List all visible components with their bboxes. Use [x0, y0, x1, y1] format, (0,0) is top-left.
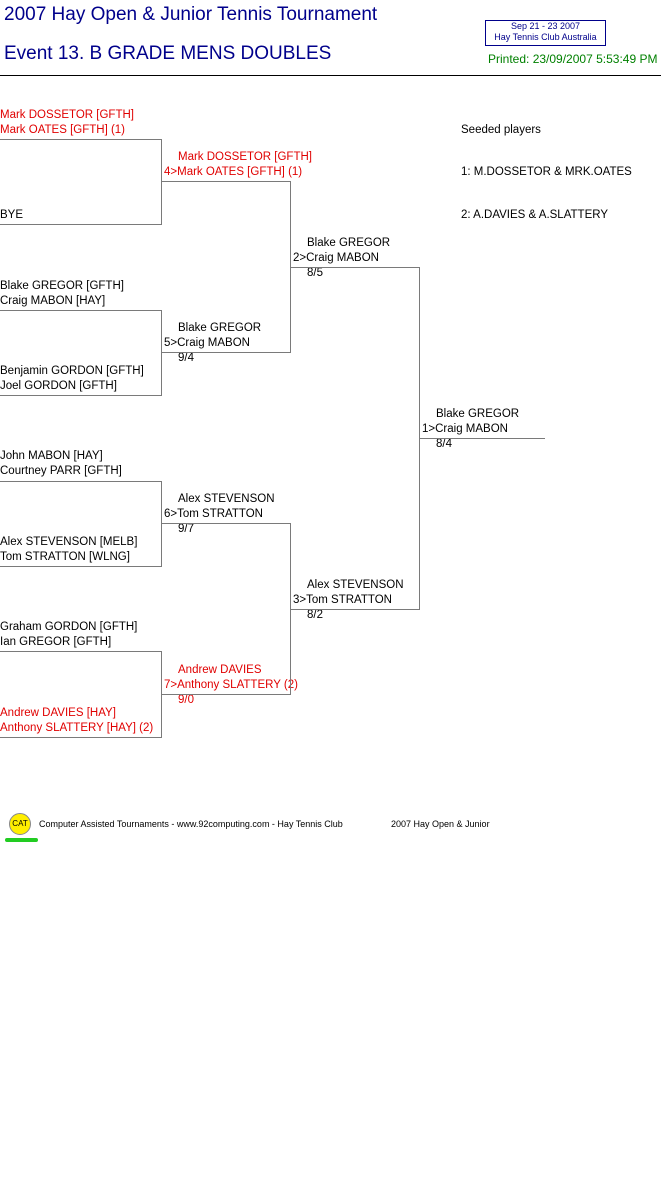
final-score: 8/4 — [436, 438, 452, 450]
r3-entry-1-line2: 2>Craig MABON — [293, 252, 379, 264]
r1-entry-2: BYE — [0, 193, 23, 223]
r1-entry-4-line2: Joel GORDON [GFTH] — [0, 380, 117, 392]
footer-left-text: Computer Assisted Tournaments - www.92co… — [39, 819, 343, 829]
r3-entry-1: Blake GREGOR 2>Craig MABON 8/5 — [293, 236, 390, 281]
r2-line-3 — [162, 523, 291, 524]
final-line — [420, 438, 545, 439]
r2-entry-1-line1: Mark DOSSETOR [GFTH] — [178, 151, 312, 163]
r3-bracket-1 — [419, 267, 420, 610]
cat-logo-underline — [5, 838, 38, 842]
footer-right-text: 2007 Hay Open & Junior — [391, 819, 490, 829]
r2-line-4 — [162, 694, 291, 695]
r1-entry-2-line2: BYE — [0, 209, 24, 221]
info-location: Hay Tennis Club Australia — [494, 32, 597, 42]
r1-line-4 — [0, 395, 162, 396]
r1-entry-5-line2: Courtney PARR [GFTH] — [0, 465, 122, 477]
r3-line-2 — [291, 609, 420, 610]
r3-line-1 — [291, 267, 420, 268]
r2-entry-3-line2: 6>Tom STRATTON — [164, 508, 263, 520]
r1-bracket-1 — [161, 139, 162, 225]
r2-bracket-2 — [290, 523, 291, 695]
header-divider — [0, 75, 661, 76]
r1-entry-1-line1: Mark DOSSETOR [GFTH] — [0, 109, 134, 121]
r2-line-2 — [162, 352, 291, 353]
printed-timestamp: Printed: 23/09/2007 5:53:49 PM — [488, 52, 658, 66]
r1-line-5 — [0, 481, 162, 482]
r2-entry-1: Mark DOSSETOR [GFTH] 4>Mark OATES [GFTH]… — [164, 150, 312, 180]
r3-entry-1-score: 8/5 — [307, 267, 323, 279]
r1-line-1 — [0, 139, 162, 140]
seed-item-2: 2: A.DAVIES & A.SLATTERY — [461, 209, 609, 221]
r2-entry-2-line1: Blake GREGOR — [178, 322, 262, 334]
r1-entry-5-line1: John MABON [HAY] — [0, 450, 103, 462]
r1-entry-7-line1: Graham GORDON [GFTH] — [0, 621, 138, 633]
info-dates: Sep 21 - 23 2007 — [510, 21, 581, 31]
r1-entry-8-line2: Anthony SLATTERY [HAY] (2) — [0, 722, 154, 734]
final-line2: 1>Craig MABON — [422, 423, 508, 435]
r1-bracket-4 — [161, 651, 162, 738]
r1-entry-3: Blake GREGOR [GFTH] Craig MABON [HAY] — [0, 279, 124, 309]
r2-bracket-1 — [290, 181, 291, 353]
r1-line-3 — [0, 310, 162, 311]
r2-line-1 — [162, 181, 291, 182]
r2-entry-3-line1: Alex STEVENSON — [178, 493, 275, 505]
r1-entry-4-line1: Benjamin GORDON [GFTH] — [0, 365, 144, 377]
r1-entry-4: Benjamin GORDON [GFTH] Joel GORDON [GFTH… — [0, 364, 144, 394]
r1-entry-8-line1: Andrew DAVIES [HAY] — [0, 707, 116, 719]
r1-line-2 — [0, 224, 162, 225]
info-box: Sep 21 - 23 2007 Hay Tennis Club Austral… — [485, 20, 606, 46]
r1-line-7 — [0, 651, 162, 652]
r1-line-8 — [0, 737, 162, 738]
final-line1: Blake GREGOR — [436, 408, 520, 420]
r3-entry-1-line1: Blake GREGOR — [307, 237, 391, 249]
r1-entry-6-line2: Tom STRATTON [WLNG] — [0, 551, 130, 563]
r1-entry-1-line2: Mark OATES [GFTH] (1) — [0, 124, 126, 136]
r2-entry-2-line2: 5>Craig MABON — [164, 337, 250, 349]
r2-entry-4-score: 9/0 — [178, 694, 194, 706]
r1-bracket-3 — [161, 481, 162, 567]
r2-entry-4: Andrew DAVIES 7>Anthony SLATTERY (2) 9/0 — [164, 663, 298, 708]
r1-entry-6-line1: Alex STEVENSON [MELB] — [0, 536, 138, 548]
r1-entry-2-line1 — [0, 193, 23, 208]
r1-entry-1: Mark DOSSETOR [GFTH] Mark OATES [GFTH] (… — [0, 108, 134, 138]
r1-line-6 — [0, 566, 162, 567]
r2-entry-2: Blake GREGOR 5>Craig MABON 9/4 — [164, 321, 261, 366]
r3-entry-2-line1: Alex STEVENSON — [307, 579, 404, 591]
r3-entry-2-score: 8/2 — [307, 609, 323, 621]
r2-entry-3-score: 9/7 — [178, 523, 194, 535]
r2-entry-4-line1: Andrew DAVIES — [178, 664, 262, 676]
r3-entry-2: Alex STEVENSON 3>Tom STRATTON 8/2 — [293, 578, 404, 623]
tournament-title: 2007 Hay Open & Junior Tennis Tournament — [4, 4, 378, 25]
r1-entry-7-line2: Ian GREGOR [GFTH] — [0, 636, 112, 648]
r1-entry-5: John MABON [HAY] Courtney PARR [GFTH] — [0, 449, 122, 479]
seeds-heading: Seeded players — [461, 124, 541, 136]
r1-entry-6: Alex STEVENSON [MELB] Tom STRATTON [WLNG… — [0, 535, 137, 565]
r3-entry-2-line2: 3>Tom STRATTON — [293, 594, 392, 606]
r2-entry-4-line2: 7>Anthony SLATTERY (2) — [164, 679, 298, 691]
r2-entry-2-score: 9/4 — [178, 352, 194, 364]
cat-logo-icon: CAT — [9, 813, 31, 835]
r2-entry-1-line2: 4>Mark OATES [GFTH] (1) — [164, 166, 303, 178]
final-entry: Blake GREGOR 1>Craig MABON 8/4 — [422, 407, 519, 452]
event-title: Event 13. B GRADE MENS DOUBLES — [4, 43, 332, 64]
r1-entry-8: Andrew DAVIES [HAY] Anthony SLATTERY [HA… — [0, 706, 153, 736]
r1-entry-3-line2: Craig MABON [HAY] — [0, 295, 106, 307]
r1-entry-3-line1: Blake GREGOR [GFTH] — [0, 280, 124, 292]
r1-entry-7: Graham GORDON [GFTH] Ian GREGOR [GFTH] — [0, 620, 137, 650]
r2-entry-3: Alex STEVENSON 6>Tom STRATTON 9/7 — [164, 492, 275, 537]
seed-item-1: 1: M.DOSSETOR & MRK.OATES — [461, 166, 632, 178]
r1-bracket-2 — [161, 310, 162, 396]
